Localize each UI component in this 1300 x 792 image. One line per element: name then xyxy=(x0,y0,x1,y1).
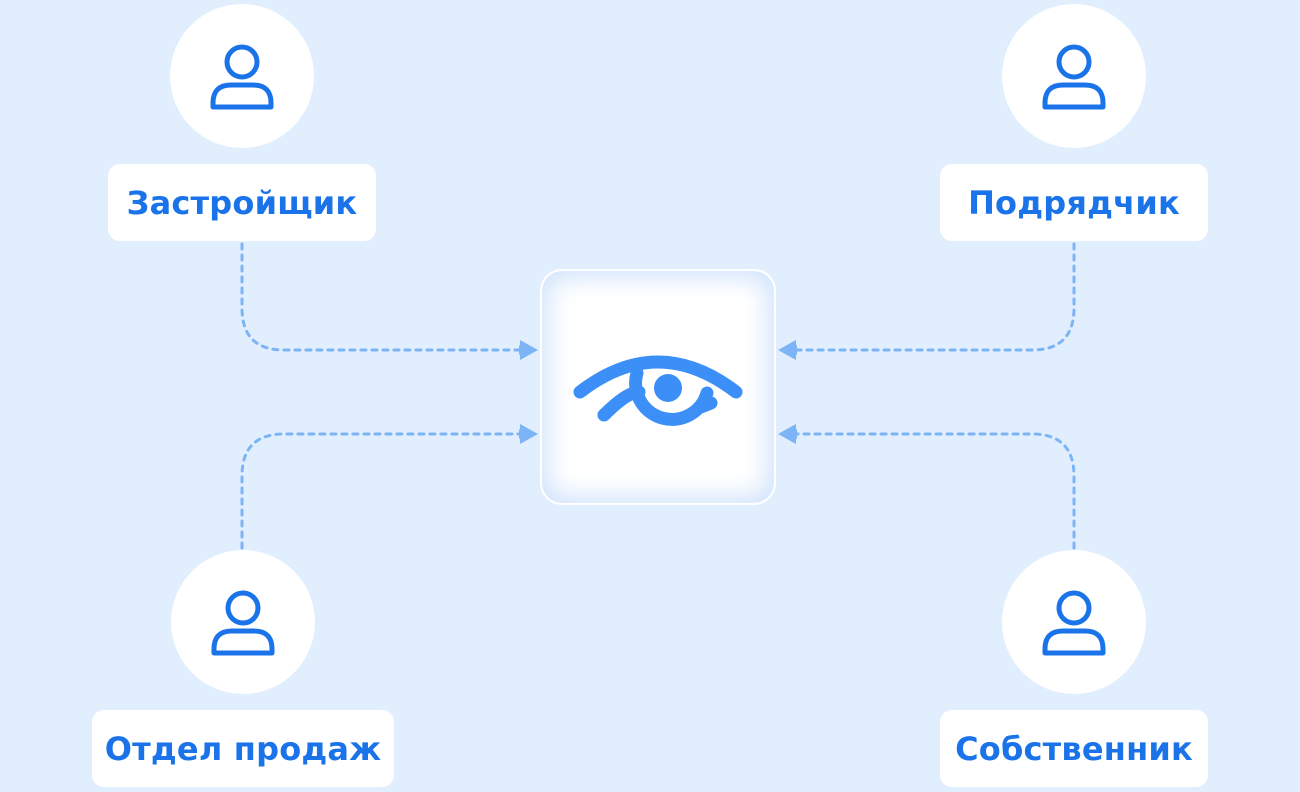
label-contractor: Подрядчик xyxy=(940,164,1208,241)
user-icon xyxy=(211,590,275,656)
avatar-contractor xyxy=(1002,4,1146,148)
avatar-owner xyxy=(1002,550,1146,694)
avatar-sales xyxy=(171,550,315,694)
arrowhead-developer xyxy=(520,340,538,360)
connector-owner xyxy=(786,429,1076,550)
user-icon xyxy=(1042,590,1106,656)
connector-contractor xyxy=(786,242,1076,355)
hub-card xyxy=(540,269,776,505)
label-developer: Застройщик xyxy=(108,164,376,241)
arrowhead-owner xyxy=(778,424,796,444)
avatar-developer xyxy=(170,4,314,148)
eye-icon xyxy=(573,355,743,426)
connector-sales xyxy=(240,429,530,550)
user-icon xyxy=(210,44,274,110)
arrowhead-contractor xyxy=(778,340,796,360)
label-sales: Отдел продаж xyxy=(92,710,394,787)
user-icon xyxy=(1042,44,1106,110)
arrowhead-sales xyxy=(520,424,538,444)
connector-developer xyxy=(240,242,530,355)
connector-arrowheads xyxy=(520,340,796,444)
label-owner: Собственник xyxy=(940,710,1208,787)
